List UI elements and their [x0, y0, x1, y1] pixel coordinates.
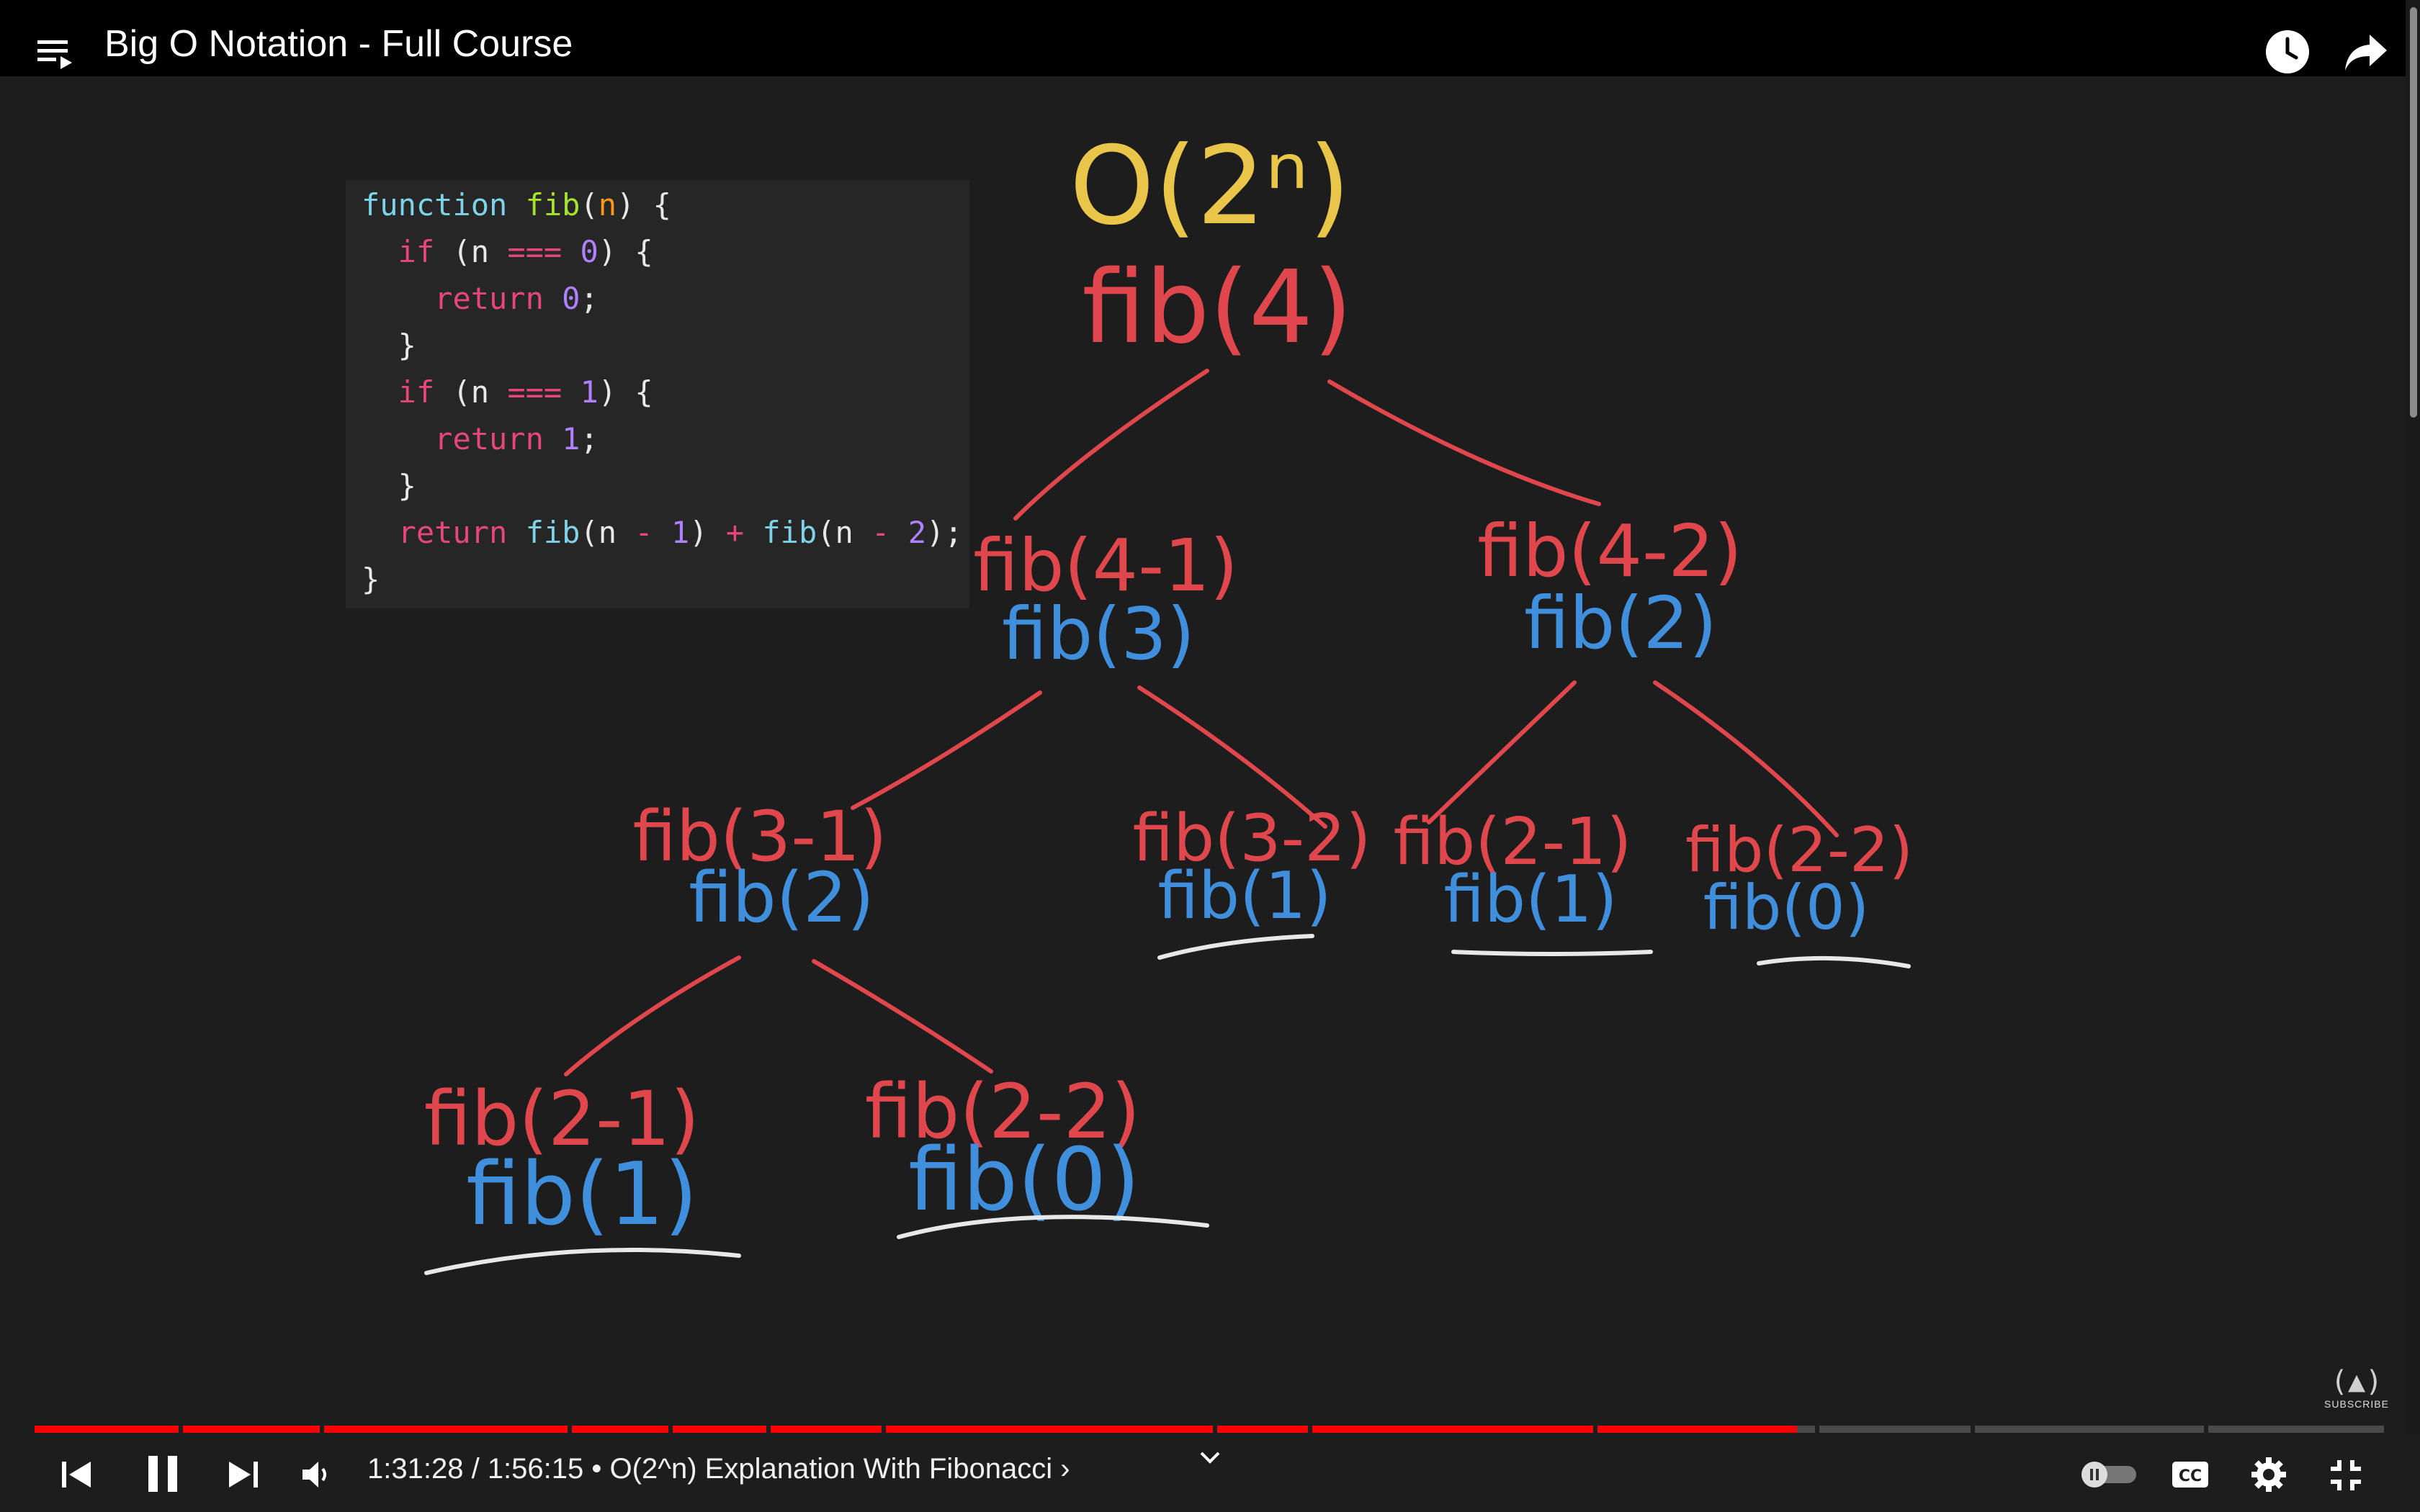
current-time: 1:31:28 [367, 1453, 464, 1485]
chevron-down-icon[interactable] [1197, 1449, 1223, 1466]
playlist-icon[interactable] [36, 37, 76, 72]
node-l1-left-expr: fib(4-1) [973, 523, 1238, 608]
pause-icon[interactable] [144, 1453, 182, 1495]
chapter-bullet: • [583, 1453, 610, 1485]
subscribe-label[interactable]: SUBSCRIBE [2324, 1398, 2389, 1410]
node-l2-b-val: fib(1) [1157, 858, 1331, 934]
top-bar: Big O Notation - Full Course [0, 0, 2420, 76]
node-l3-a-expr: fib(2-1) [424, 1075, 700, 1163]
node-l2-d-val: fib(0) [1703, 872, 1870, 944]
progress-played [35, 1426, 1797, 1433]
complexity-label: O(2ⁿ) [1070, 124, 1350, 249]
page-scrollbar[interactable] [2406, 0, 2420, 1434]
progress-bar[interactable] [35, 1426, 2384, 1433]
code-line-9: } [362, 562, 380, 597]
node-l3-b-expr: fib(2-2) [865, 1068, 1141, 1156]
node-l2-d-expr: fib(2-2) [1685, 814, 1913, 886]
node-l1-right-val: fib(2) [1524, 581, 1717, 665]
base-case-underlines [424, 934, 1911, 1275]
time-and-chapter[interactable]: 1:31:28 / 1:56:15 • O(2^n) Explanation W… [367, 1453, 1070, 1485]
whiteboard-recursion-tree: O(2ⁿ) fib(4) fib(4-1) fib(3) fib(4-2) fi… [424, 124, 1913, 1275]
time-separator: / [463, 1453, 488, 1485]
root-node: fib(4) [1082, 249, 1352, 366]
captions-icon[interactable]: CC [2171, 1460, 2210, 1489]
node-l2-b-expr: fib(3-2) [1132, 801, 1371, 876]
node-l2-c-expr: fib(2-1) [1393, 804, 1631, 880]
code-line-3: return 0; [434, 281, 599, 316]
clock-icon[interactable] [2264, 29, 2311, 75]
node-l2-a-val: fib(2) [689, 858, 874, 938]
tree-edges [564, 369, 1839, 1076]
next-icon[interactable] [226, 1457, 261, 1492]
player-controls: 1:31:28 / 1:56:15 • O(2^n) Explanation W… [0, 1434, 2420, 1512]
code-line-2: if (n === 0) { [398, 234, 653, 269]
video-title[interactable]: Big O Notation - Full Course [104, 23, 573, 65]
chapter-chevron-icon[interactable]: › [1060, 1453, 1070, 1485]
duration: 1:56:15 [487, 1453, 584, 1485]
autoplay-toggle[interactable] [2077, 1459, 2139, 1489]
svg-text:CC: CC [2179, 1467, 2202, 1485]
share-arrow-icon[interactable] [2342, 32, 2390, 72]
scrollbar-thumb[interactable] [2410, 7, 2417, 418]
svg-text:(▲): (▲) [2331, 1365, 2383, 1398]
previous-icon[interactable] [59, 1457, 94, 1492]
code-line-5: if (n === 1) { [398, 374, 653, 410]
channel-watermark-icon[interactable]: (▲) [2326, 1351, 2387, 1411]
node-l3-b-val: fib(0) [908, 1130, 1140, 1230]
code-line-7: } [362, 468, 416, 503]
chapter-title[interactable]: O(2^n) Explanation With Fibonacci [609, 1453, 1053, 1485]
settings-gear-icon[interactable] [2250, 1456, 2287, 1493]
node-l3-a-val: fib(1) [466, 1145, 698, 1245]
code-line-1: function fib(n) { [362, 187, 671, 222]
node-l2-c-val: fib(1) [1443, 862, 1617, 937]
node-l2-a-expr: fib(3-1) [632, 796, 887, 877]
chapter-markers [179, 1426, 2208, 1433]
exit-fullscreen-icon[interactable] [2328, 1457, 2364, 1493]
code-line-4: } [362, 328, 416, 363]
node-l1-left-val: fib(3) [1002, 592, 1195, 676]
node-l1-right-expr: fib(4-2) [1477, 509, 1742, 593]
volume-icon[interactable] [301, 1460, 333, 1489]
code-snippet-panel: function fib(n) { if (n === 0) { return … [346, 180, 969, 608]
code-line-6: return 1; [434, 421, 599, 456]
code-line-8: return fib(n - 1) + fib(n - 2); [398, 515, 963, 550]
